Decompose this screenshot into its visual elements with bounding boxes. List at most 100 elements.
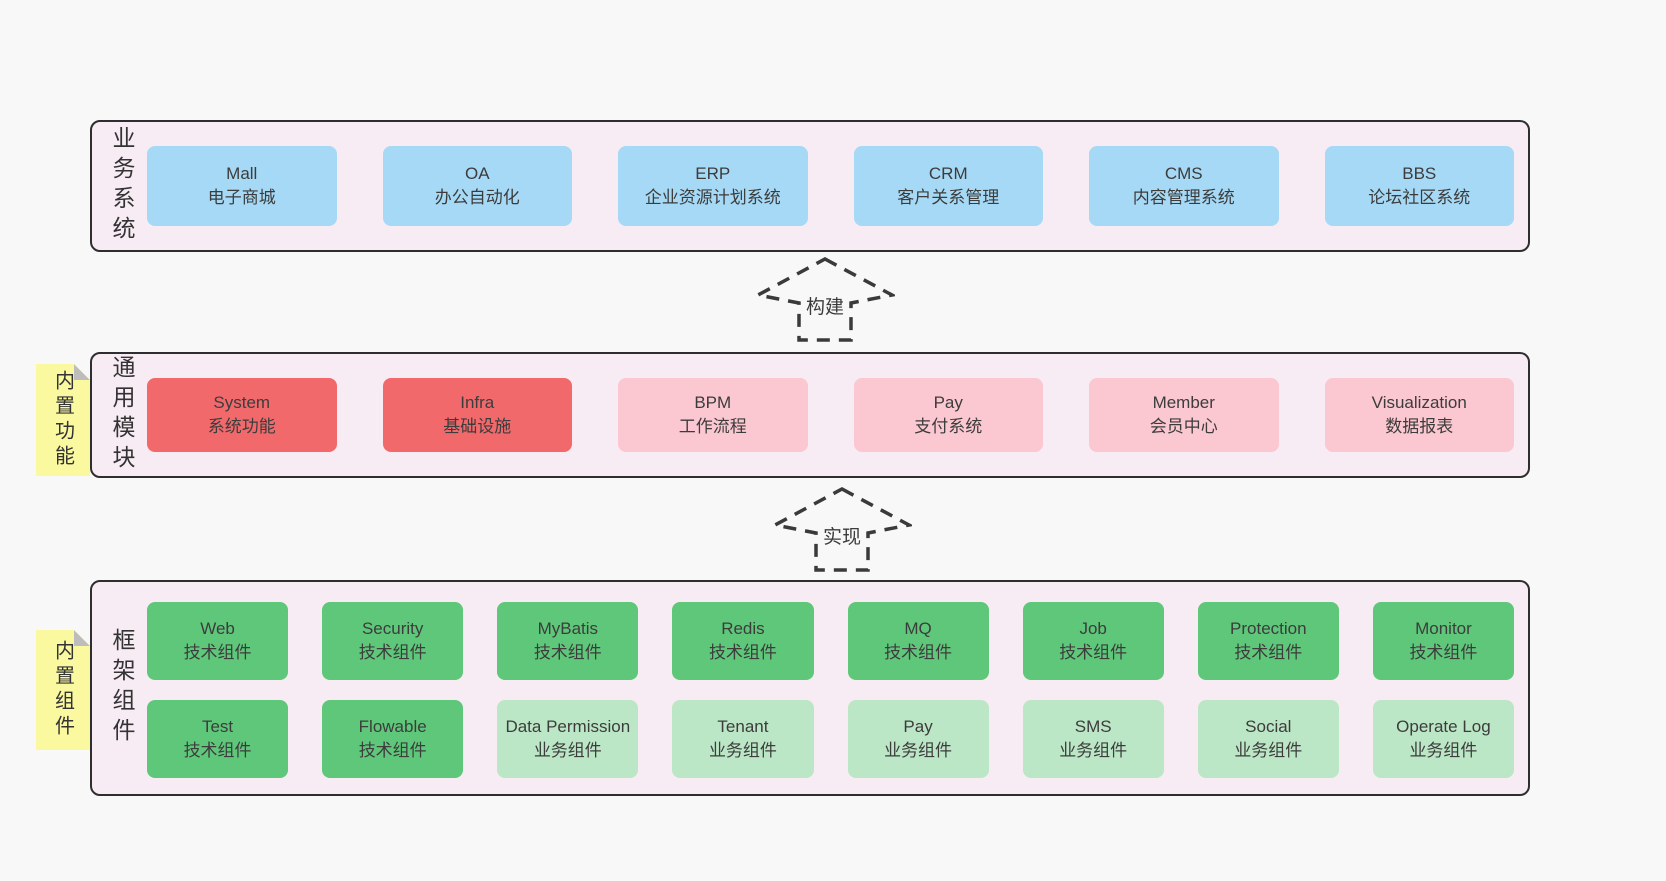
box-subtitle: 技术组件 — [1234, 643, 1303, 662]
box-title: Job — [1079, 618, 1107, 638]
box-job: Job 技术组件 — [1022, 602, 1164, 680]
box-title: Pay — [903, 716, 933, 736]
sticky-tab-built-in-features: 内置功能 — [36, 364, 90, 476]
box-subtitle: 基础设施 — [443, 417, 512, 436]
box-subtitle: 技术组件 — [183, 741, 252, 760]
components-box-row-1: Web 技术组件 Security 技术组件 MyBatis 技术组件 Redi… — [147, 602, 1514, 680]
box-subtitle: 办公自动化 — [434, 188, 520, 207]
box-operate-log: Operate Log 业务组件 — [1372, 700, 1514, 778]
box-tenant: Tenant 业务组件 — [672, 700, 814, 778]
box-member: Member 会员中心 — [1089, 378, 1279, 452]
box-title: MQ — [904, 618, 932, 638]
arrow-build: 构建 — [755, 256, 895, 344]
box-subtitle: 支付系统 — [914, 417, 983, 436]
box-subtitle: 技术组件 — [884, 643, 953, 662]
box-title: CRM — [928, 163, 968, 183]
box-title: Monitor — [1415, 618, 1472, 638]
folded-corner-icon — [74, 630, 90, 646]
box-subtitle: 技术组件 — [533, 643, 602, 662]
box-subtitle: 系统功能 — [207, 417, 276, 436]
box-subtitle: 技术组件 — [358, 741, 427, 760]
box-sms: SMS 业务组件 — [1022, 700, 1164, 778]
box-subtitle: 技术组件 — [358, 643, 427, 662]
box-pay-biz: Pay 业务组件 — [847, 700, 989, 778]
box-title: Infra — [460, 392, 495, 412]
box-system: System 系统功能 — [147, 378, 337, 452]
box-title: Flowable — [358, 716, 427, 736]
box-title: Protection — [1230, 618, 1307, 638]
box-mq: MQ 技术组件 — [847, 602, 989, 680]
sticky-tab-built-in-components: 内置组件 — [36, 630, 90, 750]
layer-label-business-systems: 业务系统 — [109, 126, 135, 246]
box-title: System — [213, 392, 271, 412]
box-subtitle: 企业资源计划系统 — [644, 188, 781, 207]
box-infra: Infra 基础设施 — [382, 378, 572, 452]
box-subtitle: 技术组件 — [1059, 643, 1128, 662]
box-subtitle: 电子商城 — [207, 188, 276, 207]
box-title: Tenant — [717, 716, 769, 736]
box-erp: ERP 企业资源计划系统 — [618, 146, 808, 226]
box-title: Social — [1245, 716, 1292, 736]
arrow-implement-label: 实现 — [819, 522, 865, 549]
box-title: BPM — [694, 392, 732, 412]
box-title: Member — [1152, 392, 1215, 412]
box-oa: OA 办公自动化 — [382, 146, 572, 226]
box-social: Social 业务组件 — [1197, 700, 1339, 778]
box-title: MyBatis — [537, 618, 599, 638]
box-title: OA — [464, 163, 490, 183]
box-title: Operate Log — [1396, 716, 1491, 736]
box-title: ERP — [695, 163, 731, 183]
box-pay: Pay 支付系统 — [853, 378, 1043, 452]
box-title: Data Permission — [505, 716, 631, 736]
box-subtitle: 会员中心 — [1149, 417, 1218, 436]
box-mybatis: MyBatis 技术组件 — [497, 602, 639, 680]
components-box-row-2: Test 技术组件 Flowable 技术组件 Data Permission … — [147, 700, 1514, 778]
box-title: Visualization — [1371, 392, 1467, 412]
arrow-build-label: 构建 — [802, 292, 848, 319]
box-subtitle: 业务组件 — [1409, 741, 1478, 760]
box-bpm: BPM 工作流程 — [618, 378, 808, 452]
box-test: Test 技术组件 — [147, 700, 289, 778]
box-title: BBS — [1402, 163, 1437, 183]
box-subtitle: 业务组件 — [1234, 741, 1303, 760]
box-subtitle: 技术组件 — [1409, 643, 1478, 662]
arrow-implement: 实现 — [772, 486, 912, 574]
box-data-permission: Data Permission 业务组件 — [497, 700, 639, 778]
box-subtitle: 业务组件 — [1059, 741, 1128, 760]
folded-corner-icon — [74, 364, 90, 380]
layer-label-framework-components: 框架组件 — [109, 628, 135, 748]
box-subtitle: 业务组件 — [533, 741, 602, 760]
box-subtitle: 业务组件 — [708, 741, 777, 760]
box-bbs: BBS 论坛社区系统 — [1324, 146, 1514, 226]
box-subtitle: 工作流程 — [678, 417, 747, 436]
modules-box-row: System 系统功能 Infra 基础设施 BPM 工作流程 Pay 支付系统… — [147, 378, 1514, 452]
layer-label-common-modules: 通用模块 — [109, 355, 135, 475]
box-title: SMS — [1074, 716, 1112, 736]
box-cms: CMS 内容管理系统 — [1089, 146, 1279, 226]
box-subtitle: 技术组件 — [708, 643, 777, 662]
box-subtitle: 内容管理系统 — [1132, 188, 1235, 207]
sticky-tab-label: 内置组件 — [51, 640, 74, 740]
box-web: Web 技术组件 — [147, 602, 289, 680]
business-box-row: Mall 电子商城 OA 办公自动化 ERP 企业资源计划系统 CRM 客户关系… — [147, 146, 1514, 226]
box-title: Security — [361, 618, 424, 638]
box-subtitle: 技术组件 — [183, 643, 252, 662]
box-subtitle: 业务组件 — [884, 741, 953, 760]
dashed-up-arrow-icon — [772, 487, 912, 572]
box-crm: CRM 客户关系管理 — [853, 146, 1043, 226]
box-subtitle: 客户关系管理 — [897, 188, 1000, 207]
box-title: Mall — [226, 163, 258, 183]
dashed-up-arrow-icon — [755, 257, 895, 342]
box-subtitle: 数据报表 — [1385, 417, 1454, 436]
box-title: CMS — [1164, 163, 1203, 183]
box-mall: Mall 电子商城 — [147, 146, 337, 226]
box-title: Web — [200, 618, 235, 638]
box-title: Test — [201, 716, 234, 736]
layer-framework-components: 框架组件 Web 技术组件 Security 技术组件 MyBatis 技术组件… — [90, 580, 1530, 796]
box-visualization: Visualization 数据报表 — [1324, 378, 1514, 452]
box-monitor: Monitor 技术组件 — [1372, 602, 1514, 680]
box-title: Redis — [721, 618, 765, 638]
layer-business-systems: 业务系统 Mall 电子商城 OA 办公自动化 ERP 企业资源计划系统 CRM… — [90, 120, 1530, 252]
box-security: Security 技术组件 — [322, 602, 464, 680]
